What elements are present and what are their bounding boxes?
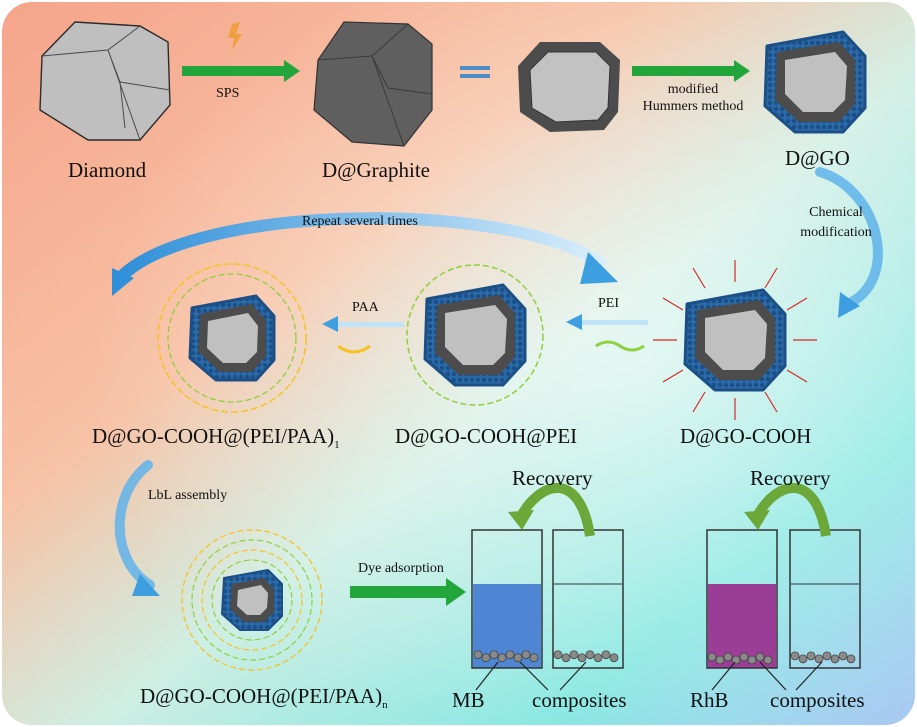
label-rhb: RhB — [690, 688, 729, 712]
dye-adsorption-arrow — [350, 578, 466, 606]
composite-particle — [715, 655, 725, 665]
dgo-particle — [763, 30, 867, 134]
settled-composites — [473, 650, 856, 665]
label-repeat: Repeat several times — [302, 214, 418, 229]
label-pei-paa-n: D@GO-COOH@(PEI/PAA)n — [140, 684, 388, 712]
label-cooh-particle: D@GO-COOH — [680, 424, 812, 448]
composite-particle — [747, 655, 757, 665]
dgo-pei-paa-n-particle — [181, 529, 323, 671]
leader-lines — [475, 661, 823, 691]
lightning-icon — [228, 22, 242, 50]
label-recovery-right: Recovery — [750, 466, 831, 490]
composite-particle — [731, 655, 741, 665]
label-pei: PEI — [598, 296, 619, 311]
graphite-crystal — [313, 21, 433, 147]
composite-particle — [513, 653, 523, 663]
composite-particle — [806, 651, 816, 661]
label-sps: SPS — [216, 86, 240, 101]
lbl-arrow — [114, 460, 160, 596]
composite-particle — [489, 650, 499, 660]
label-recovery-left: Recovery — [512, 466, 593, 490]
composite-particle — [830, 654, 840, 664]
label-pei-particle: D@GO-COOH@PEI — [395, 424, 578, 448]
label-hummers-1: modified — [667, 82, 719, 97]
composite-particle — [814, 654, 824, 664]
label-composites-left: composites — [532, 688, 627, 712]
hummers-arrow — [632, 60, 750, 82]
label-lbl: LbL assembly — [148, 488, 228, 503]
composite-particle — [723, 652, 733, 662]
graphite-cross-section — [518, 42, 620, 132]
composite-particle — [529, 653, 539, 663]
composite-particle — [707, 652, 717, 662]
label-diamond: Diamond — [68, 158, 147, 182]
composite-particle — [755, 652, 765, 662]
dgo-cooh-particle — [653, 260, 817, 420]
dgo-pei-paa-1-particle — [157, 263, 307, 413]
label-mb: MB — [452, 688, 485, 712]
composite-particle — [585, 650, 595, 660]
chemical-modification-arrow — [815, 167, 883, 318]
sps-arrow — [182, 60, 300, 82]
label-paa: PAA — [352, 300, 379, 315]
composite-particle — [763, 655, 773, 665]
label-dgo: D@GO — [785, 146, 850, 170]
label-graphite: D@Graphite — [322, 158, 430, 182]
label-pei-paa-1: D@GO-COOH@(PEI/PAA)1 — [92, 424, 340, 452]
diamond-crystal — [39, 21, 171, 141]
pei-arrow — [566, 314, 648, 352]
label-chemical-2: modification — [800, 225, 872, 240]
composite-particle — [846, 654, 856, 664]
label-dye: Dye adsorption — [358, 561, 444, 576]
composite-particle — [822, 651, 832, 661]
paa-arrow — [322, 316, 404, 354]
composite-particle — [505, 650, 515, 660]
equals-icon — [460, 66, 490, 78]
composite-particle — [739, 652, 749, 662]
composite-particle — [481, 653, 491, 663]
repeat-arc-arrow — [112, 212, 618, 296]
dgo-cooh-pei-particle — [406, 264, 544, 406]
composite-particle — [577, 653, 587, 663]
composite-particle — [497, 653, 507, 663]
composite-particle — [838, 651, 848, 661]
composite-particle — [593, 653, 603, 663]
composite-particle — [601, 650, 611, 660]
composite-particle — [569, 650, 579, 660]
composite-particle — [561, 653, 571, 663]
composite-particle — [521, 650, 531, 660]
label-composites-right: composites — [770, 688, 865, 712]
label-chemical-1: Chemical — [809, 205, 863, 220]
composite-particle — [473, 650, 483, 660]
composite-particle — [798, 654, 808, 664]
composite-particle — [790, 651, 800, 661]
label-hummers-2: Hummers method — [642, 99, 744, 114]
composite-particle — [609, 653, 619, 663]
composite-particle — [553, 650, 563, 660]
